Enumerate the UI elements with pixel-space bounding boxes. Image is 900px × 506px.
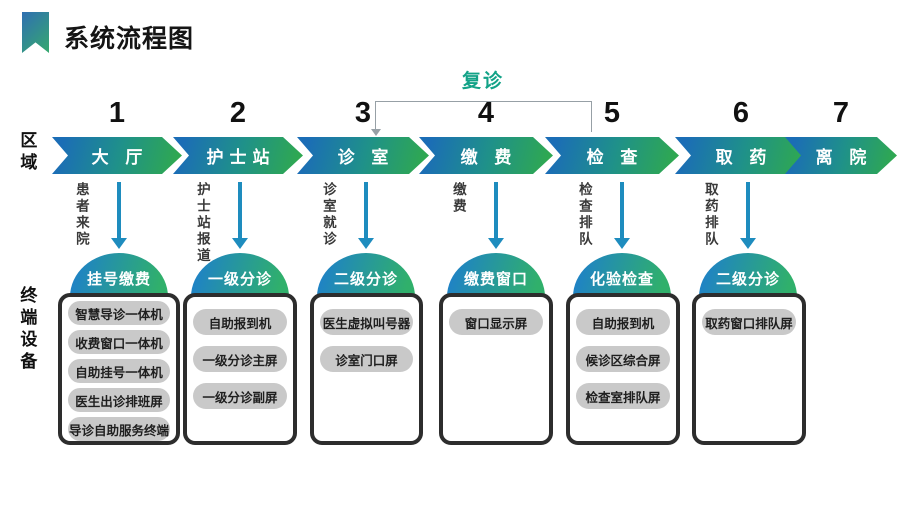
down-arrowhead-icon (358, 238, 374, 249)
stage-arrow: 离 院 (785, 137, 897, 174)
stage-arrow: 缴 费 (419, 137, 553, 174)
stage-arrow-label: 护士站 (206, 148, 276, 167)
revisit-arrowhead-icon (370, 129, 381, 136)
flow-note: 诊室就诊 (320, 182, 336, 248)
down-arrow-icon (494, 182, 498, 239)
down-arrow-icon (364, 182, 368, 239)
terminal-badge: 缴费窗口 (447, 253, 545, 297)
step-number: 6 (732, 97, 750, 129)
stage-arrow-label: 检 查 (586, 148, 644, 167)
terminal-badge: 化验检查 (573, 253, 671, 297)
down-arrow-icon (620, 182, 624, 239)
stage-arrow-label: 大 厅 (91, 148, 149, 167)
flow-note: 缴费 (450, 182, 466, 215)
bookmark-icon (22, 12, 49, 53)
flow-note: 护士站报道 (194, 182, 210, 265)
revisit-loop-connector (375, 101, 592, 132)
device-pill: 导诊自助服务终端 (68, 417, 170, 441)
terminal-box: 窗口显示屏 (439, 293, 553, 445)
flow-note: 患者来院 (73, 182, 89, 248)
terminal-box: 智慧导诊一体机收费窗口一体机自助挂号一体机医生出诊排班屏导诊自助服务终端 (58, 293, 180, 445)
stage-arrow-label: 诊 室 (337, 148, 395, 167)
page-title: 系统流程图 (64, 25, 195, 53)
down-arrow-icon (238, 182, 242, 239)
down-arrow-icon (117, 182, 121, 239)
terminal-box: 医生虚拟叫号器诊室门口屏 (310, 293, 423, 445)
terminal-badge: 二级分诊 (317, 253, 415, 297)
device-pill: 诊室门口屏 (320, 346, 413, 372)
stage-arrow-label: 离 院 (815, 148, 873, 167)
step-number: 4 (477, 97, 495, 129)
device-pill: 取药窗口排队屏 (702, 309, 796, 335)
step-number: 3 (354, 97, 372, 129)
flow-note: 检查排队 (576, 182, 592, 248)
down-arrow-icon (746, 182, 750, 239)
step-number: 1 (108, 97, 126, 129)
down-arrowhead-icon (232, 238, 248, 249)
side-label-terminal: 终端设备 (17, 286, 37, 374)
down-arrowhead-icon (740, 238, 756, 249)
terminal-badge: 二级分诊 (699, 253, 797, 297)
device-pill: 自助挂号一体机 (68, 359, 170, 383)
stage-arrow: 取 药 (675, 137, 807, 174)
device-pill: 窗口显示屏 (449, 309, 543, 335)
step-number: 5 (603, 97, 621, 129)
terminal-box: 取药窗口排队屏 (692, 293, 806, 445)
step-number: 2 (229, 97, 247, 129)
step-number: 7 (832, 97, 850, 129)
down-arrowhead-icon (111, 238, 127, 249)
stage-arrow: 护士站 (173, 137, 303, 174)
terminal-box: 自助报到机候诊区综合屏检查室排队屏 (566, 293, 680, 445)
device-pill: 医生出诊排班屏 (68, 388, 170, 412)
device-pill: 一级分诊主屏 (193, 346, 287, 372)
stage-arrow: 诊 室 (297, 137, 429, 174)
device-pill: 候诊区综合屏 (576, 346, 670, 372)
revisit-label: 复诊 (461, 71, 504, 92)
terminal-box: 自助报到机一级分诊主屏一级分诊副屏 (183, 293, 297, 445)
device-pill: 检查室排队屏 (576, 383, 670, 409)
terminal-badge: 挂号缴费 (70, 253, 168, 297)
device-pill: 收费窗口一体机 (68, 330, 170, 354)
down-arrowhead-icon (614, 238, 630, 249)
side-label-area: 区域 (17, 131, 37, 175)
device-pill: 医生虚拟叫号器 (320, 309, 413, 335)
down-arrowhead-icon (488, 238, 504, 249)
device-pill: 自助报到机 (193, 309, 287, 335)
stage-arrow-label: 缴 费 (460, 148, 518, 167)
stage-arrow-label: 取 药 (715, 148, 773, 167)
stage-arrow: 检 查 (545, 137, 679, 174)
device-pill: 自助报到机 (576, 309, 670, 335)
device-pill: 一级分诊副屏 (193, 383, 287, 409)
flow-note: 取药排队 (702, 182, 718, 248)
stage-arrow: 大 厅 (52, 137, 182, 174)
device-pill: 智慧导诊一体机 (68, 301, 170, 325)
